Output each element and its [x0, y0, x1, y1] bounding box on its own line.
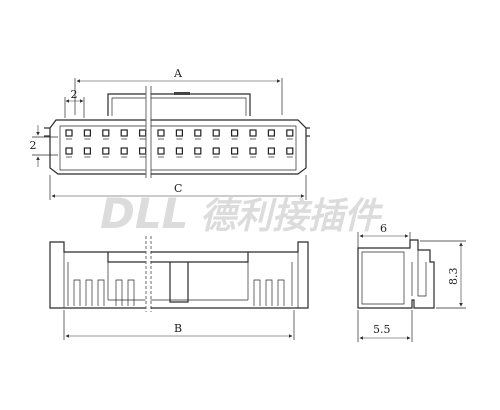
pin-hole: [175, 147, 183, 155]
pin-hole: [65, 147, 73, 155]
pin-hole: [102, 147, 110, 155]
pin-hole: [194, 147, 202, 155]
pin-hole: [157, 129, 165, 137]
pin-hole: [83, 129, 92, 137]
pin-hole: [231, 129, 239, 137]
dimension-a-label: A: [173, 67, 183, 80]
dimension-side-base-label: 5.5: [373, 323, 391, 336]
pin-hole: [286, 147, 294, 155]
front-slot: [97, 279, 105, 306]
side-view: 6 8.3 5.5: [357, 222, 466, 342]
pin-hole: [175, 129, 183, 137]
pin-hole: [267, 147, 275, 155]
pin-hole: [157, 147, 165, 155]
pin-grid: [65, 129, 294, 158]
pin-hole: [231, 147, 239, 155]
front-slot: [115, 279, 123, 306]
pin-hole: [65, 129, 73, 137]
pin-hole: [83, 147, 92, 155]
front-slot: [265, 279, 273, 306]
pin-hole: [139, 147, 147, 155]
front-slot: [253, 279, 261, 306]
front-view: B: [49, 236, 309, 340]
watermark: DLL 德利接插件: [100, 189, 384, 238]
pin-hole: [212, 147, 220, 155]
pin-hole: [212, 129, 220, 137]
pin-hole: [286, 129, 294, 137]
pin-hole: [102, 129, 110, 137]
pin-hole: [267, 129, 275, 137]
dimension-b-label: B: [174, 322, 182, 335]
pin-hole: [194, 129, 202, 137]
dimension-side-height-label: 8.3: [447, 268, 460, 286]
watermark-latin: DLL: [100, 189, 188, 238]
watermark-cjk: 德利接插件: [200, 196, 384, 237]
front-slot: [127, 279, 135, 306]
front-slot: [277, 279, 285, 306]
pin-hole: [139, 129, 147, 137]
pin-hole: [120, 147, 128, 155]
pin-hole: [249, 147, 257, 155]
top-view: A 2 2 C: [30, 67, 310, 200]
pin-hole: [249, 129, 257, 137]
front-slots: [73, 279, 285, 306]
pin-hole: [120, 129, 128, 137]
dimension-side-top-label: 6: [380, 222, 387, 235]
dimension-c-label: C: [174, 182, 182, 195]
dimension-pitch-label: 2: [71, 88, 78, 101]
front-slot: [73, 279, 81, 306]
dimension-row-pitch-label: 2: [30, 139, 37, 152]
front-slot: [85, 279, 93, 306]
